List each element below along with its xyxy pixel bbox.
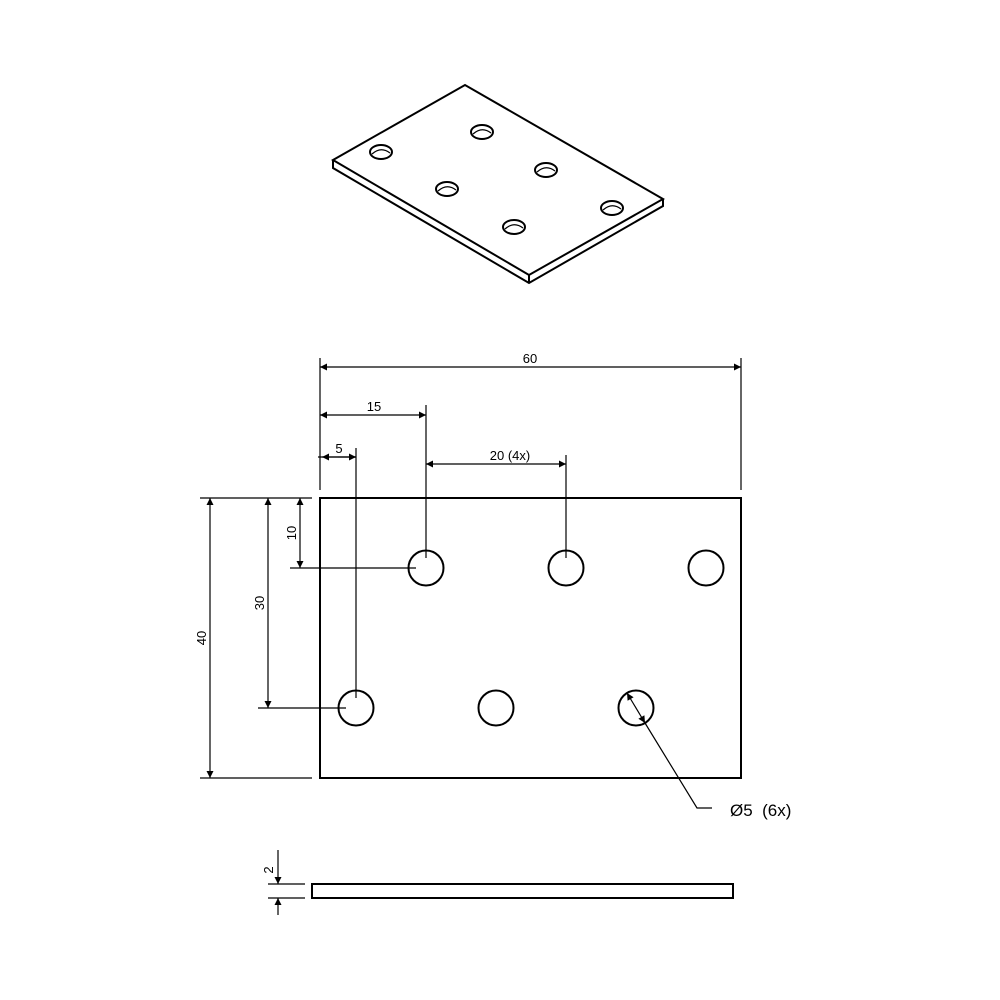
holes — [337, 549, 725, 727]
iso-hole — [369, 144, 393, 160]
hole-callout-label: Ø5 (6x) — [730, 801, 791, 820]
hole — [687, 549, 725, 587]
dim-label-5: 5 — [335, 441, 342, 456]
iso-hole — [435, 181, 459, 197]
dim-5: 5 — [318, 441, 356, 461]
side-view: 2 — [261, 850, 734, 915]
iso-thickness-edge — [332, 160, 664, 285]
dim-label-30: 30 — [252, 596, 267, 610]
front-view: 60 15 5 20 (4x) 10 30 40 — [194, 351, 791, 820]
dim-label-40: 40 — [194, 631, 209, 645]
iso-hole — [534, 162, 558, 178]
hole — [477, 689, 515, 727]
dim-label-thickness: 2 — [261, 866, 276, 873]
iso-hole — [600, 200, 624, 216]
dim-20: 20 (4x) — [426, 448, 566, 468]
dim-label-10: 10 — [284, 526, 299, 540]
plate-outline — [319, 497, 742, 779]
iso-top-face — [331, 83, 666, 277]
iso-hole — [470, 124, 494, 140]
extension-lines — [200, 358, 742, 779]
dim-30: 30 — [252, 498, 272, 708]
dim-60: 60 — [320, 351, 741, 371]
isometric-view — [331, 83, 666, 285]
dim-label-15: 15 — [367, 399, 381, 414]
iso-hole — [502, 219, 526, 235]
hole-callout: Ø5 (6x) — [626, 692, 791, 820]
dim-10: 10 — [284, 498, 304, 568]
dim-40: 40 — [194, 498, 214, 778]
hole — [617, 689, 655, 727]
dim-label-60: 60 — [523, 351, 537, 366]
dim-15: 15 — [320, 399, 426, 419]
iso-holes — [369, 124, 624, 235]
dim-label-20: 20 (4x) — [490, 448, 530, 463]
plate-side-outline — [311, 883, 734, 899]
